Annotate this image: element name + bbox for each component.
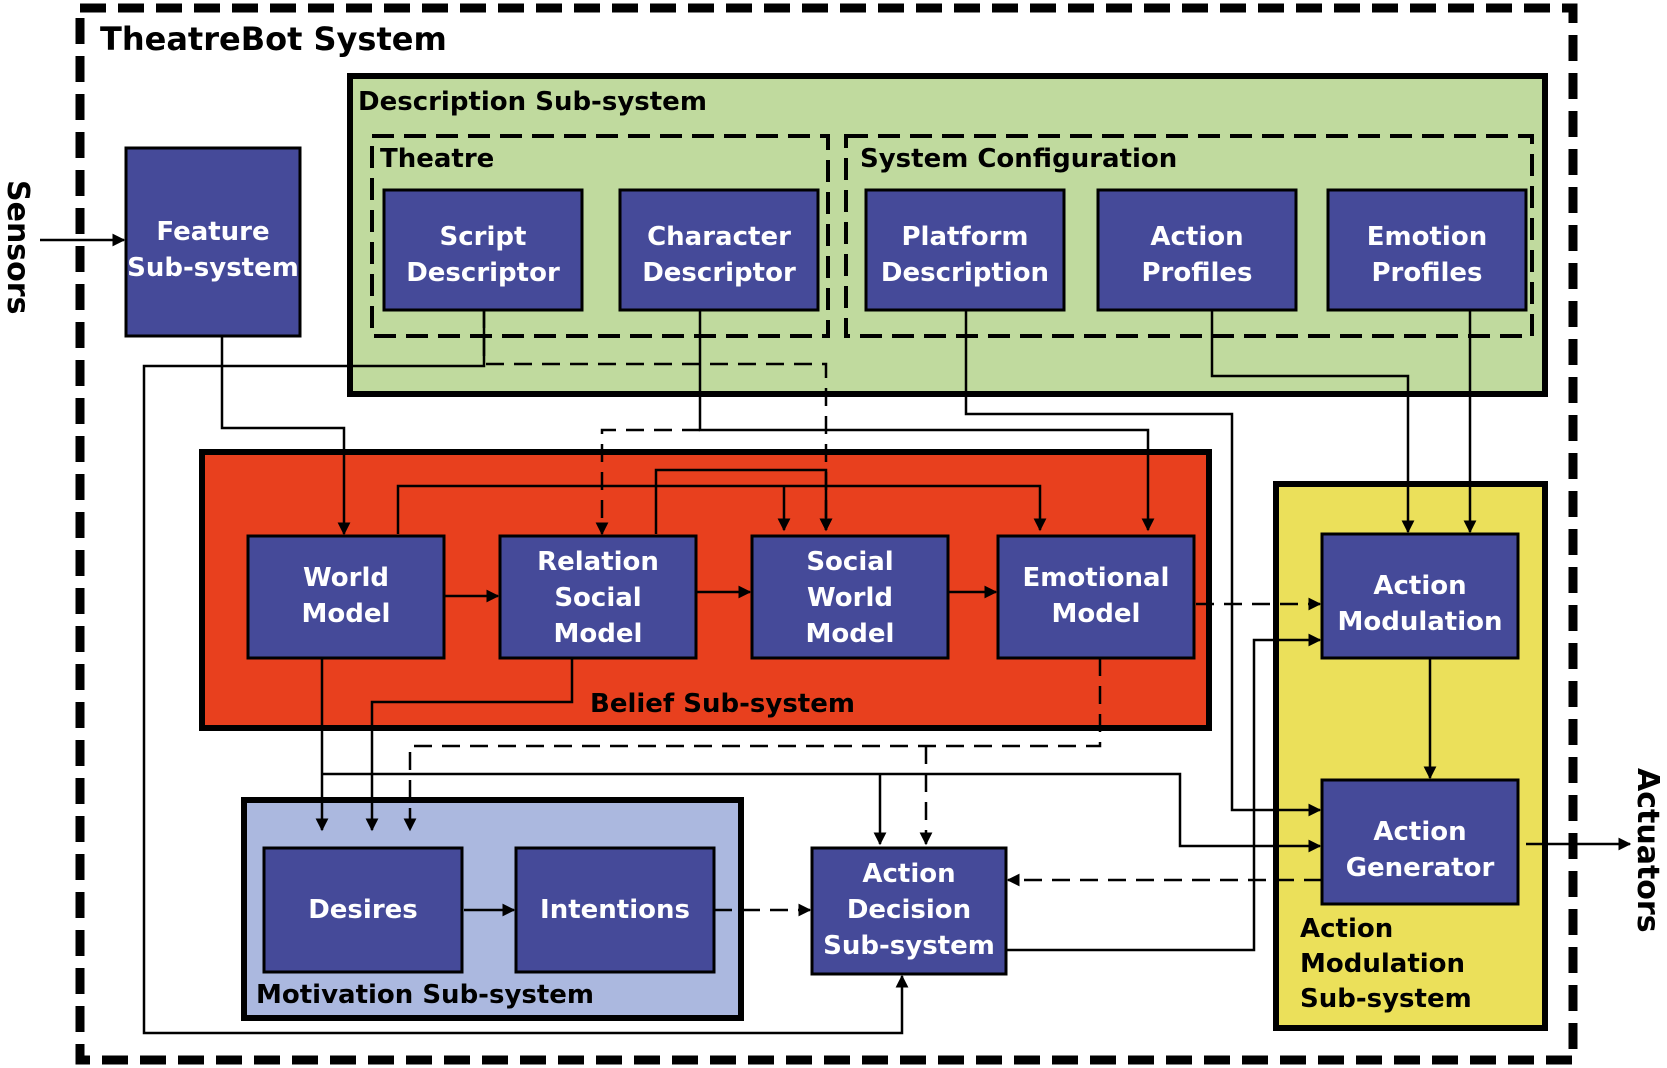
- intentions-box: Intentions: [514, 846, 716, 974]
- system-configuration-group: [844, 134, 1534, 338]
- motivation-subsystem-label: Motivation Sub-system: [256, 980, 594, 1010]
- theatre-group: [370, 134, 830, 338]
- theatre-label: Theatre: [380, 144, 494, 174]
- system-title: TheatreBot System: [100, 20, 447, 58]
- belief-subsystem-label: Belief Sub-system: [590, 689, 855, 719]
- system-frame: [75, 3, 1578, 1065]
- desires-box: Desires: [262, 846, 464, 974]
- action-modulation-subsystem-label: Action Modulation Sub-system: [1300, 914, 1474, 1014]
- svg-text:Intentions: Intentions: [540, 895, 690, 925]
- actuators-label: Actuators: [1630, 768, 1665, 933]
- system-configuration-label: System Configuration: [860, 144, 1177, 174]
- description-subsystem-label: Description Sub-system: [358, 87, 707, 117]
- sensors-label: Sensors: [0, 180, 35, 314]
- svg-text:Desires: Desires: [308, 895, 418, 925]
- connectors: [40, 233, 1632, 1035]
